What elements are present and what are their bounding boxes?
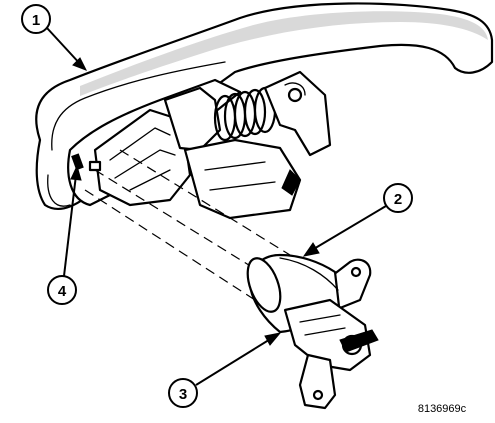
cylinder-retainer-lever [283, 298, 379, 410]
alignment-lines [84, 149, 291, 301]
svg-text:2: 2 [394, 191, 402, 208]
handle-inner-bracket [71, 108, 192, 207]
callout-4: 4 [47, 164, 82, 305]
lock-cylinder [246, 253, 372, 334]
callout-2: 2 [302, 183, 413, 257]
svg-text:3: 3 [179, 386, 187, 403]
callout-3: 3 [168, 332, 282, 408]
svg-text:4: 4 [58, 283, 67, 300]
callout-1: 1 [21, 4, 88, 71]
figure-id: 8136969c [418, 403, 467, 415]
latch-spring-mechanism [163, 70, 332, 220]
coil-spring [213, 86, 277, 142]
svg-text:1: 1 [32, 12, 40, 29]
